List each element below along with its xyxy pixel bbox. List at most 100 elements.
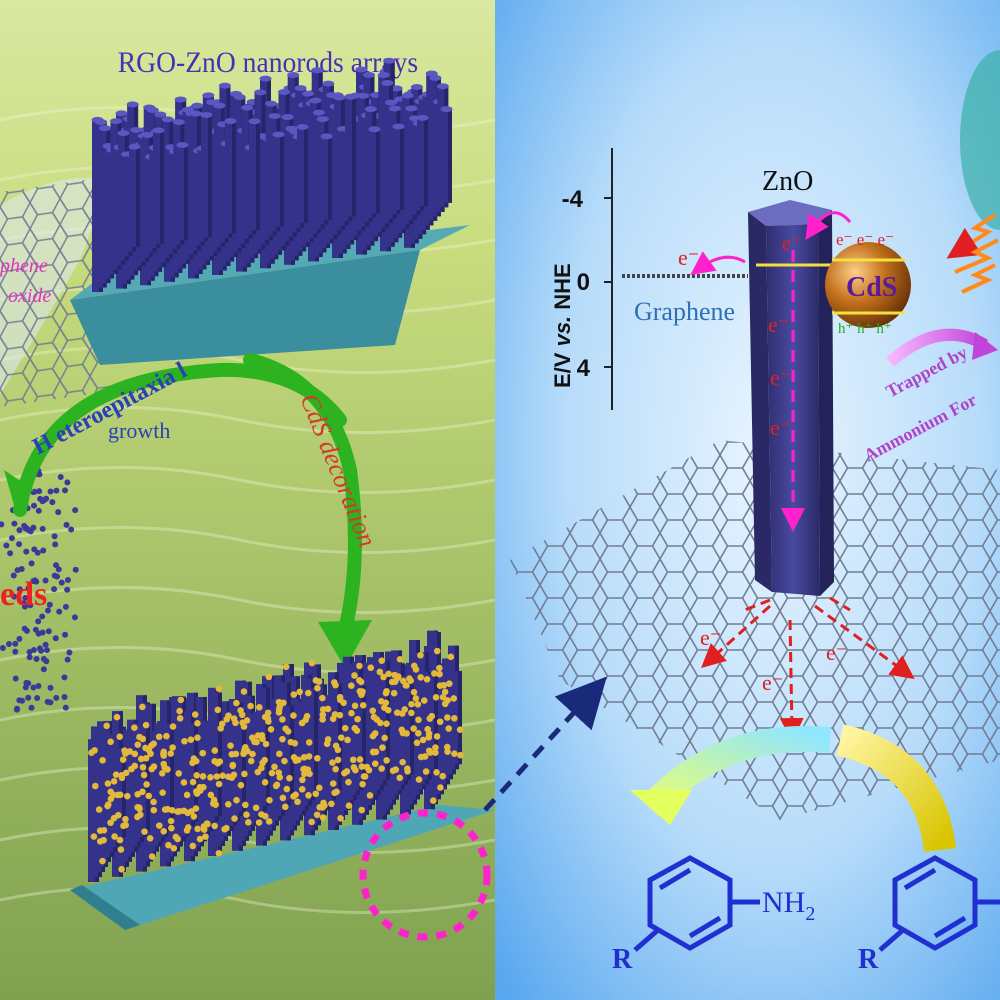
seed-dot [3,542,10,549]
cds-dot [286,774,293,782]
nanorod-top [254,89,266,96]
cds-dot [247,757,255,765]
cds-dot [351,724,359,732]
nanorod-top [259,75,272,82]
cds-particle: CdS e⁻ e⁻ e⁻ h⁺ h⁺ h⁺ [825,230,911,337]
seed-dot [62,704,69,711]
cds-dot [305,753,313,760]
cds-dot [243,717,251,724]
cds-nanoparticles [88,647,464,873]
cds-dot [240,723,248,730]
cds-dot [319,711,327,718]
cds-zno-rgo-array [70,630,495,930]
cds-dot [406,675,413,682]
nanorod-top [355,66,368,73]
seed-dot [12,640,19,647]
cds-dot [112,771,120,778]
cds-dot [328,800,335,808]
grass-wave [0,526,495,554]
cds-dot [91,747,98,754]
cds-dot [202,833,209,840]
cds-dot [282,663,290,671]
cds-dot [308,818,315,826]
cds-dot [223,824,230,832]
cds-dot [92,782,99,790]
nanorod-top [117,130,130,137]
cds-dot [155,822,163,829]
seed-dot [53,562,60,569]
cds-dot [336,711,344,719]
cds-dot [432,744,439,751]
seed-dot [28,560,35,567]
cds-dot [377,698,385,705]
cds-dot [243,811,250,819]
cds-dot [385,670,392,678]
seed-dot [8,535,15,542]
nanorod [321,136,332,220]
cds-dot [348,709,355,717]
cds-dot [99,756,106,764]
nanorod-top [265,100,278,107]
cds-dot [441,700,449,708]
nanorod-top [405,105,418,112]
cds-dot [433,733,441,740]
cds-dot [376,668,384,676]
cds-dot [148,853,156,860]
cds-dot [165,841,172,849]
cds-dot [336,693,344,701]
nanorod-top [189,110,202,117]
cds-dot [193,771,201,779]
cds-dot [451,750,458,757]
cds-dot [168,824,175,832]
cds-dot [305,792,312,799]
cds-dot [232,750,240,758]
cds-dot [356,756,364,763]
tick-neg4: -4 [562,186,584,213]
cds-dot [249,750,256,758]
cds-dot [282,725,289,732]
cds-dot [298,719,306,727]
cds-dot [240,688,248,695]
cds-dot [319,706,327,713]
cds-dot [107,788,115,796]
cds-dot [160,752,168,759]
nanorod-shade [362,685,366,785]
cds-dot [436,670,443,678]
nanorod [177,144,188,241]
nanorod-shade [424,117,428,207]
cds-dot [155,733,163,741]
cds-dot [430,670,438,677]
seed-dot [64,479,71,486]
cds-dot [180,779,188,786]
seed-dot [66,649,73,656]
nanorod-top [309,97,322,104]
cds-dot [415,730,422,737]
cds-dot [275,705,283,713]
product-structure-2 [878,855,1000,952]
nanorod-top [115,110,128,117]
nanorods-top [91,57,453,292]
cds-dot [172,833,180,841]
nanorod-top [176,141,189,148]
cds-dot [371,760,379,767]
seed-dot [47,488,54,495]
seed-dot [39,498,46,505]
cds-dot [426,715,434,722]
graphene-sheet-right [510,440,1000,820]
cds-dot [276,774,284,781]
cds-dot [281,757,288,765]
cds-dot [436,718,444,726]
seed-dot [16,635,23,642]
seed-dot [62,631,69,638]
seed-dot [0,521,5,528]
nanorod-top [241,104,254,111]
cds-dot [304,689,312,697]
cds-dot [314,754,321,762]
nanorod-top [213,102,226,109]
electron-sheet-1: e⁻ [700,625,721,650]
cds-dot [414,701,422,708]
seed-dot [28,704,35,711]
cds-decoration-arrow [243,353,372,668]
cds-dot [116,733,123,741]
cds-dot [117,846,125,853]
